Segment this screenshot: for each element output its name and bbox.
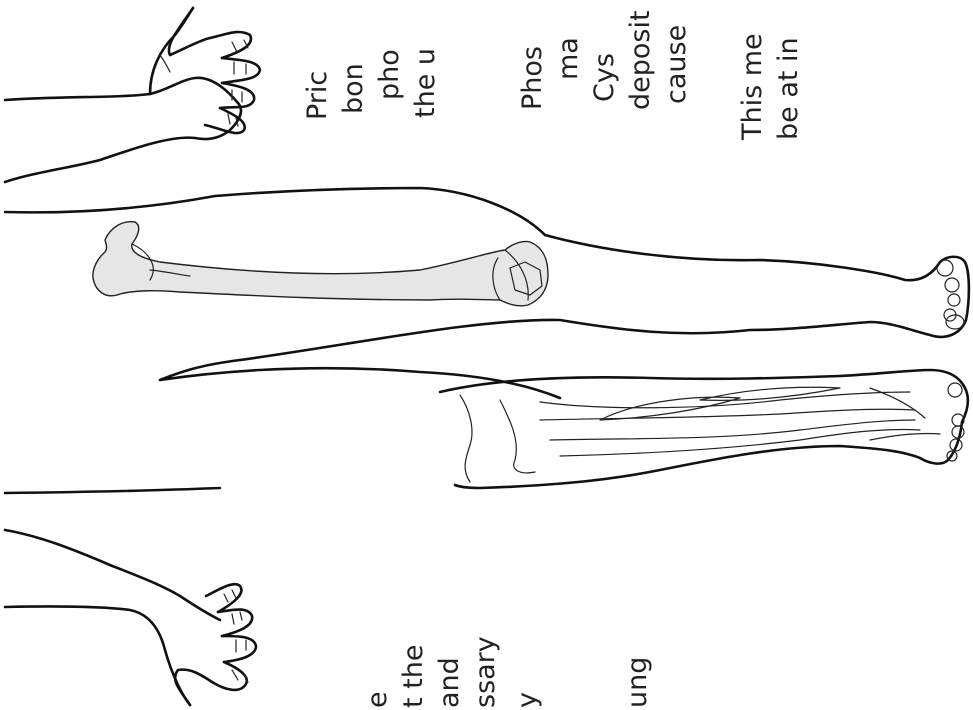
text-line: pho [372,0,408,120]
lower-hand-outline [5,530,256,705]
text-line: Phos [515,0,551,110]
rotated-text-bottom-left: e t the and ssary [360,598,504,708]
text-line: be at in [771,0,807,140]
lower-leg-muscle-view [440,370,968,488]
text-line: deposit [623,0,659,110]
text-line: t the [396,598,432,708]
rotated-text-bottom-left-last: ung [620,598,656,708]
text-line: ssary [468,598,504,708]
text-line: ung [620,598,656,708]
text-line: bon [336,0,372,120]
text-line: and [432,598,468,708]
leg-outline-top [160,235,969,398]
rotated-text-top-right: Pric bon pho the u [300,0,444,120]
text-line: This me [735,0,771,140]
rotated-text-bottom-left-lower: y [510,598,546,708]
text-line: cause [659,0,695,110]
rotated-text-top-right-bottom: This me be at in [735,0,807,140]
femur-bone [93,222,548,306]
rotated-text-top-right-lower: Phos ma Cys deposit cause [515,0,695,110]
text-line: ma [551,0,587,110]
text-line: Cys [587,0,623,110]
torso-upper-edge [5,188,545,235]
text-line: the u [408,0,444,120]
text-line: y [510,598,546,708]
torso-lower-edge [5,488,220,493]
text-line: e [360,598,396,708]
text-line: Pric [300,0,336,120]
upper-hand-outline [5,8,260,182]
